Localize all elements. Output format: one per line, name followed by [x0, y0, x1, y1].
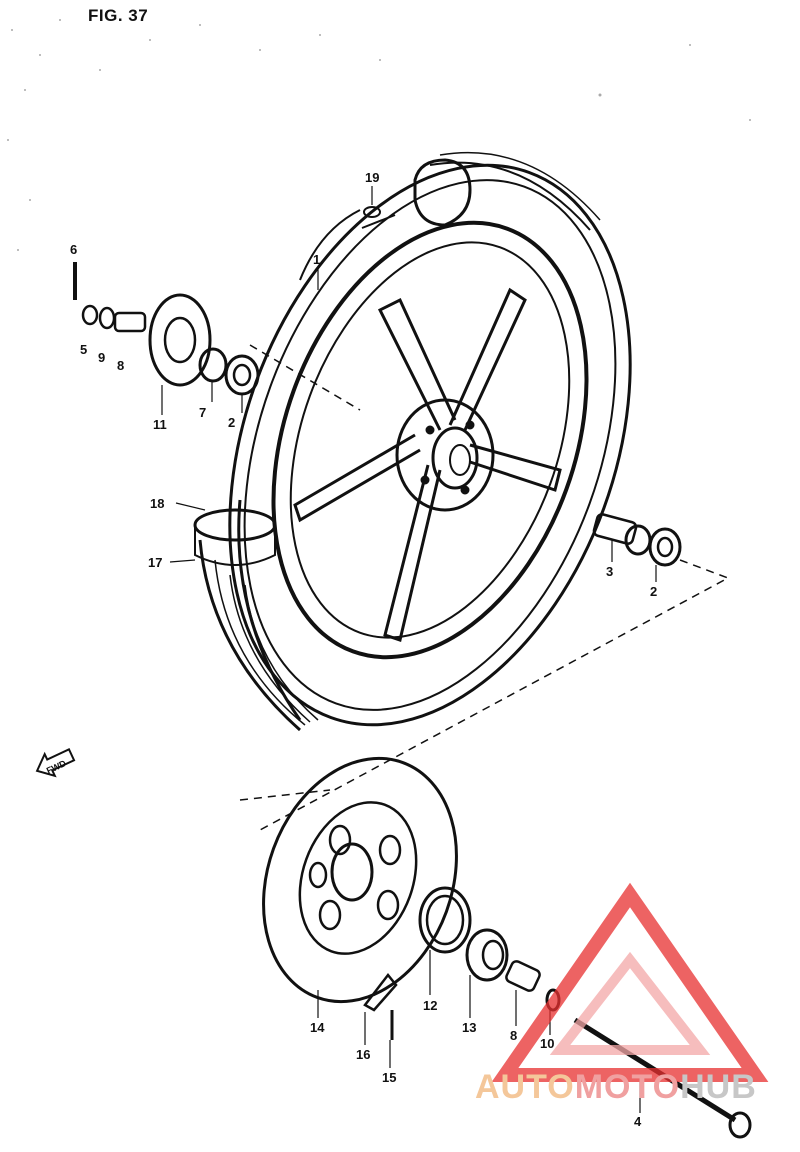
part-label-6: 6: [70, 242, 78, 257]
watermark-text: AUTOMOTOHUB: [475, 1068, 757, 1107]
watermark-auto: AUTO: [475, 1068, 575, 1106]
part-label-14: 14: [310, 1020, 325, 1035]
guide-lines: [239, 344, 730, 831]
rim-band: [193, 508, 277, 542]
brake-disc: [262, 756, 458, 1004]
figure-title: FIG. 37: [88, 6, 149, 25]
part-label-13: 13: [462, 1020, 477, 1035]
right-hub-parts: [592, 513, 682, 567]
part-label-8-bottom: 8: [510, 1028, 518, 1043]
part-label-11: 11: [153, 417, 167, 432]
part-label-15: 15: [382, 1070, 397, 1085]
part-label-9: 9: [98, 350, 106, 365]
watermark-hub: HUB: [680, 1068, 757, 1106]
hub: [395, 398, 495, 512]
part-label-10: 10: [540, 1036, 555, 1051]
part-label-12: 12: [423, 998, 438, 1013]
part-label-17: 17: [148, 555, 163, 570]
part-label-16: 16: [356, 1047, 371, 1062]
brake-disc-assembly: [262, 756, 752, 1139]
part-label-3: 3: [606, 564, 614, 579]
left-hub-parts: [73, 262, 260, 396]
watermark-moto: MOTO: [574, 1068, 681, 1106]
gearbox: [148, 293, 212, 387]
part-label-18: 18: [150, 496, 165, 511]
part-label-7: 7: [199, 405, 207, 420]
part-label-4: 4: [634, 1114, 642, 1129]
part-label-1: 1: [313, 252, 321, 267]
part-label-5: 5: [80, 342, 88, 357]
scan-noise: [7, 19, 751, 251]
part-label-2-left: 2: [228, 415, 236, 430]
front-direction-arrow-icon: [35, 748, 76, 778]
part-label-8-top: 8: [117, 358, 125, 373]
part-label-2-right: 2: [650, 584, 658, 599]
rim: [271, 220, 589, 660]
automotohub-logo-icon: [491, 882, 769, 1082]
wheel-assembly: [193, 151, 632, 732]
part-label-19: 19: [365, 170, 380, 185]
tire-outer: [228, 163, 632, 727]
